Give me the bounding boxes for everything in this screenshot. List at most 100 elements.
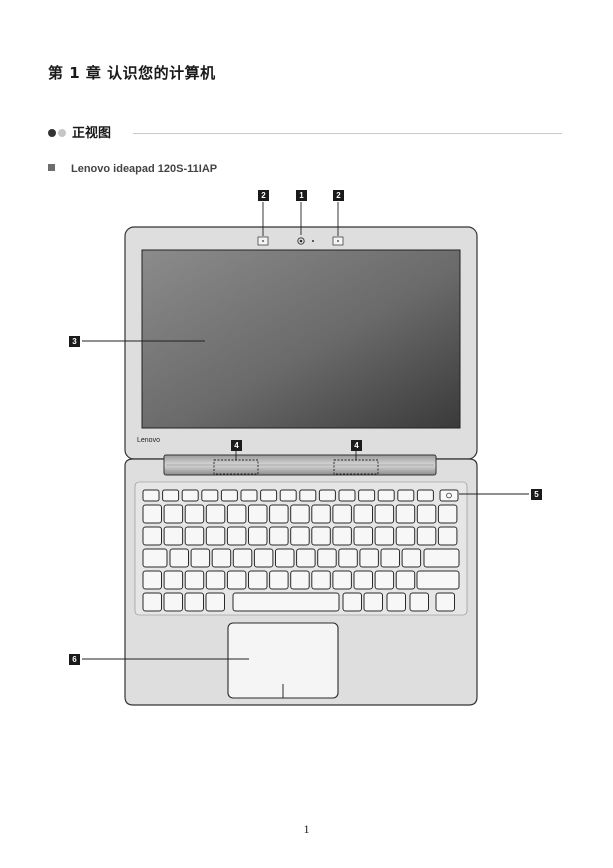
callout-mic-left: 2 [258, 190, 269, 201]
keyboard-key [338, 548, 358, 568]
function-key [220, 489, 238, 502]
function-key [397, 489, 415, 502]
keyboard-key [290, 526, 310, 546]
webcam-indicator-icon [312, 240, 314, 242]
keyboard-key [311, 570, 331, 590]
spacebar-key [232, 592, 340, 612]
function-key [240, 489, 258, 502]
keyboard-key [190, 548, 211, 568]
keyboard-key [395, 504, 416, 524]
callout-antenna-left: 4 [231, 440, 242, 451]
power-button [439, 489, 459, 502]
function-key [338, 489, 356, 502]
keyboard-key [353, 504, 373, 524]
keyboard-key [332, 504, 352, 524]
keyboard-key [269, 504, 289, 524]
keyboard-key [142, 592, 162, 612]
keyboard-key [142, 548, 168, 568]
keyboard-key [226, 526, 247, 546]
keyboard-key [205, 570, 226, 590]
keyboard-key [142, 504, 162, 524]
function-key [279, 489, 297, 502]
keyboard-key [232, 548, 253, 568]
keyboard-key [395, 570, 416, 590]
keyboard-key [332, 526, 352, 546]
keyboard-key [435, 592, 455, 612]
function-key [142, 489, 160, 502]
callout-webcam: 1 [296, 190, 307, 201]
callout-screen: 3 [69, 336, 80, 347]
keyboard-key [163, 504, 184, 524]
section-bullet-light [58, 129, 66, 137]
callout-touchpad: 6 [69, 654, 80, 665]
keyboard-key [211, 548, 232, 568]
page-number: 1 [303, 822, 310, 836]
power-icon [446, 492, 452, 499]
keyboard-key [386, 592, 406, 612]
keyboard-key [169, 548, 189, 568]
keyboard-key [163, 592, 183, 612]
keyboard-key [205, 526, 226, 546]
model-heading: Lenovo ideapad 120S-11IAP [48, 163, 217, 175]
keyboard-key [248, 570, 268, 590]
keyboard-key [184, 570, 205, 590]
keyboard-key [311, 526, 331, 546]
keyboard-key [226, 570, 247, 590]
keyboard-key [163, 526, 184, 546]
keyboard-key [401, 548, 422, 568]
lid-brand-logo: Lenovo [137, 437, 160, 444]
keyboard-key [374, 570, 395, 590]
keyboard-key [248, 526, 268, 546]
keyboard-key [142, 570, 162, 590]
section-header: 正视图 [48, 125, 562, 143]
keyboard-key [163, 570, 184, 590]
function-key [318, 489, 336, 502]
keyboard-key [409, 592, 429, 612]
function-key [299, 489, 317, 502]
function-key [358, 489, 376, 502]
keyboard-key [205, 592, 225, 612]
webcam-icon [297, 237, 305, 245]
keyboard-key [363, 592, 383, 612]
keyboard-key [184, 526, 205, 546]
keyboard-key [275, 548, 295, 568]
keyboard-key [374, 504, 395, 524]
keyboard-key [311, 504, 331, 524]
function-key [181, 489, 199, 502]
section-bullet-dark [48, 129, 56, 137]
keyboard-key [359, 548, 379, 568]
function-key [416, 489, 434, 502]
keyboard-key [269, 526, 289, 546]
keyboard-key [184, 592, 204, 612]
section-title: 正视图 [72, 126, 112, 141]
keyboard-key [416, 570, 460, 590]
keyboard-key [296, 548, 316, 568]
keyboard-key [290, 504, 310, 524]
keyboard [142, 489, 460, 612]
keyboard-key [317, 548, 337, 568]
keyboard-key [332, 570, 352, 590]
function-key [201, 489, 219, 502]
callout-power-button: 5 [531, 489, 542, 500]
keyboard-key [353, 570, 373, 590]
function-key [162, 489, 180, 502]
keyboard-key [423, 548, 460, 568]
keyboard-key [416, 504, 437, 524]
keyboard-key [248, 504, 268, 524]
keyboard-key [253, 548, 274, 568]
chapter-title: 第 1 章 认识您的计算机 [48, 64, 216, 82]
display-screen [141, 249, 461, 429]
keyboard-key [374, 526, 395, 546]
keyboard-key [226, 504, 247, 524]
keyboard-key [395, 526, 416, 546]
keyboard-key [205, 504, 226, 524]
keyboard-key [142, 526, 162, 546]
keyboard-key [416, 526, 437, 546]
keyboard-key [269, 570, 289, 590]
keyboard-key [184, 504, 205, 524]
keyboard-key [342, 592, 362, 612]
keyboard-key [290, 570, 310, 590]
callout-antenna-right: 4 [351, 440, 362, 451]
keyboard-key [437, 526, 458, 546]
keyboard-key [380, 548, 400, 568]
